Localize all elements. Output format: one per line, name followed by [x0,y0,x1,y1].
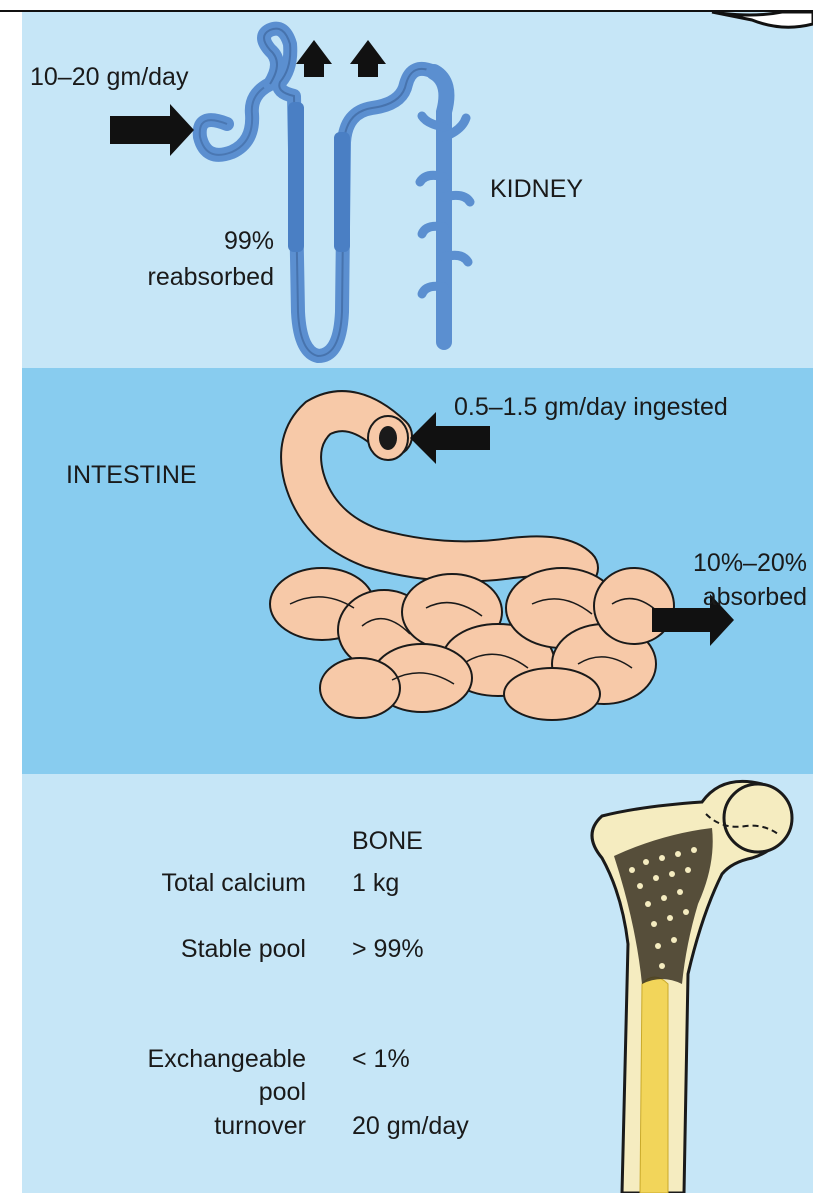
kidney-title: KIDNEY [490,174,583,204]
kidney-filtered-label: 10–20 gm/day [30,62,188,92]
thick-ascending-limb [288,102,304,252]
bone-title: BONE [352,826,423,856]
top-border [0,0,813,12]
kidney-reabsorbed-pct: 99% [182,226,274,256]
intestine-absorbed-pct: 10%–20% [622,548,807,578]
bone-panel: BONE Total calcium 1 kg Stable pool > 99… [22,774,813,1193]
femoral-head [724,784,792,852]
bone-row-label: Total calcium [62,868,306,898]
kidney-panel: 10–20 gm/day 99% reabsorbed KIDNEY [22,12,813,368]
reabsorption-arrow-2 [350,40,386,77]
reabsorption-arrow-1 [296,40,332,77]
bone-row-value: < 1% [352,1044,410,1074]
collecting-duct [434,72,446,342]
marrow-cavity [640,977,668,1193]
intestine-absorbed-word: absorbed [622,582,807,612]
intestine-panel: 0.5–1.5 gm/day ingested INTESTINE 10%–20… [22,368,813,774]
top-right-corner-shape [712,12,813,27]
thick-ascending-limb-2 [334,132,350,252]
filtration-arrow [110,104,194,156]
bone-row-value: > 99% [352,934,424,964]
small-intestine-coils [270,568,674,720]
bone-row-label: turnover [62,1111,306,1141]
intestine-ingested-label: 0.5–1.5 gm/day ingested [454,392,728,422]
kidney-reabsorbed-word: reabsorbed [142,262,274,292]
intestine-title: INTESTINE [66,460,197,490]
bone-row-value: 20 gm/day [352,1111,469,1141]
bone-row-value: 1 kg [352,868,399,898]
bone-row-label: Exchangeable [62,1044,306,1074]
bone-row-label: Stable pool [62,934,306,964]
bone-row-label: pool [62,1077,306,1107]
